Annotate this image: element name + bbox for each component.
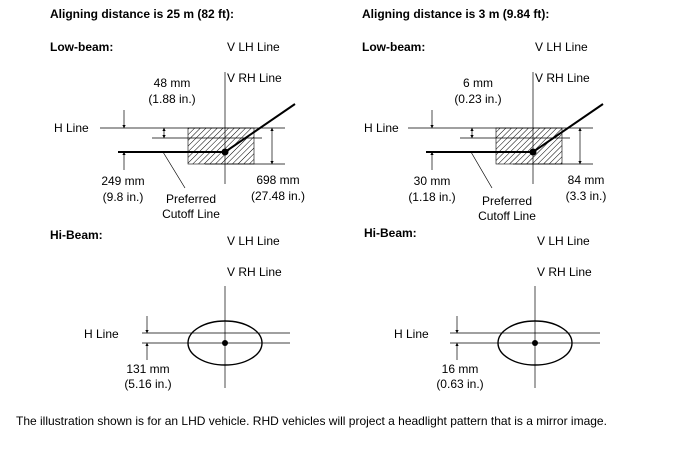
right-hi-v-lh-label: V LH Line	[537, 234, 590, 248]
left-low-hatched-zone	[187, 127, 255, 165]
right-low-cutoff-leader	[470, 151, 493, 189]
left-hi-v-lh-label: V LH Line	[227, 234, 280, 248]
right-hi-center-dot	[532, 340, 538, 346]
left-hi-beam-diagram	[142, 286, 290, 388]
left-low-right-offset-mm: 698 mm	[256, 173, 300, 187]
right-low-beam-label: Low-beam:	[362, 40, 426, 54]
right-low-center-dot	[529, 148, 537, 156]
left-low-cutoff-label-1: Preferred	[165, 192, 217, 206]
left-hi-offset-mm: 131 mm	[126, 362, 170, 376]
right-hi-offset-in: (0.63 in.)	[436, 377, 484, 391]
right-hi-beam-label: Hi-Beam:	[364, 226, 417, 240]
left-hi-beam-label: Hi-Beam:	[50, 228, 103, 242]
left-low-center-dot	[221, 148, 229, 156]
left-low-beam-label: Low-beam:	[50, 40, 114, 54]
left-hi-center-dot	[222, 340, 228, 346]
left-low-v-rh-label: V RH Line	[227, 71, 282, 85]
left-hi-beam-ellipse	[187, 320, 263, 366]
left-low-bottom-offset-mm: 249 mm	[101, 174, 145, 188]
right-low-h-line-label: H Line	[364, 121, 399, 135]
right-hi-v-rh-label: V RH Line	[537, 265, 592, 279]
left-hi-v-rh-label: V RH Line	[227, 265, 282, 279]
left-low-beam-diagram	[100, 72, 296, 189]
footer-note: The illustration shown is for an LHD veh…	[16, 414, 607, 428]
right-low-top-offset-mm: 6 mm	[463, 76, 493, 90]
right-low-bottom-offset-in: (1.18 in.)	[408, 190, 456, 204]
right-low-v-lh-label: V LH Line	[535, 40, 588, 54]
right-hi-h-line-label: H Line	[394, 327, 429, 341]
right-low-v-rh-label: V RH Line	[535, 71, 590, 85]
left-low-right-offset-in: (27.48 in.)	[250, 189, 306, 203]
left-low-h-line-label: H Line	[54, 121, 89, 135]
right-low-bottom-offset-mm: 30 mm	[413, 174, 451, 188]
right-hi-offset-mm: 16 mm	[441, 362, 479, 376]
left-hi-h-line-label: H Line	[84, 327, 119, 341]
left-heading: Aligning distance is 25 m (82 ft):	[50, 7, 235, 21]
right-low-beam-diagram	[408, 72, 604, 189]
right-low-right-offset-mm: 84 mm	[567, 173, 605, 187]
left-low-top-offset-mm: 48 mm	[153, 76, 191, 90]
left-low-v-lh-label: V LH Line	[227, 40, 280, 54]
left-low-bottom-offset-in: (9.8 in.)	[102, 190, 144, 204]
left-low-top-offset-in: (1.88 in.)	[148, 92, 196, 106]
left-low-cutoff-label-2: Cutoff Line	[162, 207, 220, 221]
right-hi-beam-diagram	[450, 286, 600, 388]
left-hi-offset-in: (5.16 in.)	[124, 377, 172, 391]
right-low-hatched-zone	[495, 127, 563, 165]
right-hi-beam-ellipse	[497, 320, 573, 366]
right-low-cutoff-label-2: Cutoff Line	[478, 209, 536, 223]
right-low-cutoff-label-1: Preferred	[481, 194, 533, 208]
right-heading: Aligning distance is 3 m (9.84 ft):	[362, 7, 550, 21]
right-low-right-offset-in: (3.3 in.)	[565, 189, 607, 203]
left-low-cutoff-leader	[162, 151, 186, 189]
right-low-top-offset-in: (0.23 in.)	[454, 92, 502, 106]
